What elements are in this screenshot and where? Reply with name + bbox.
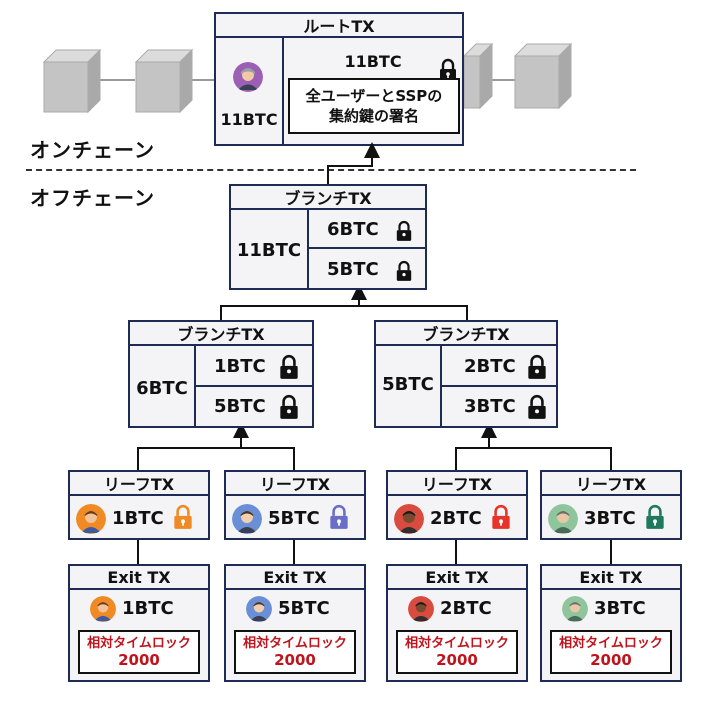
lock-icon [280, 394, 298, 419]
branch-top-title: ブランチTX [231, 186, 425, 210]
exit-tx-title: Exit TX [70, 566, 208, 590]
block-cube [134, 48, 194, 114]
lock-icon [528, 354, 546, 379]
user-avatar-icon [233, 62, 263, 92]
branch-top-output-2: 5BTC [327, 259, 379, 280]
branch-tx-left: ブランチTX 6BTC 1BTC 5BTC [128, 320, 314, 428]
timelock-label: 相対タイムロック [559, 636, 663, 651]
lock-icon [280, 354, 298, 379]
user-avatar-icon [408, 596, 434, 622]
branch-left-output-1: 1BTC [214, 356, 266, 377]
lock-icon [490, 504, 512, 534]
exit-tx-title: Exit TX [388, 566, 526, 590]
timelock-label: 相対タイムロック [243, 636, 347, 651]
offchain-label: オフチェーン [30, 186, 155, 210]
branch-right-input: 5BTC [382, 374, 434, 395]
block-cube [462, 42, 494, 110]
leaf-tx-title: リーフTX [226, 472, 364, 496]
multisig-line2: 集約鍵の署名 [328, 107, 419, 125]
root-output-amount: 11BTC [344, 52, 402, 71]
timelock-label: 相対タイムロック [87, 636, 191, 651]
branch-right-output-2: 3BTC [464, 396, 516, 417]
branch-top-input: 11BTC [236, 240, 302, 261]
timelock-value: 2000 [590, 651, 632, 669]
multisig-box: 全ユーザーとSSPの 集約鍵の署名 [288, 78, 460, 134]
layer-divider [26, 169, 636, 171]
lock-icon [396, 220, 412, 241]
branch-left-title: ブランチTX [130, 322, 312, 346]
user-avatar-icon [90, 596, 116, 622]
branch-left-input: 6BTC [136, 378, 188, 399]
user-avatar-icon [232, 504, 262, 534]
timelock-value: 2000 [118, 651, 160, 669]
leaf-tx-amount: 5BTC [268, 508, 320, 529]
exit-tx-amount: 5BTC [278, 598, 330, 619]
lock-icon [172, 504, 194, 534]
lock-icon [328, 504, 350, 534]
block-cube [513, 42, 573, 110]
user-avatar-icon [246, 596, 272, 622]
root-input-amount: 11BTC [220, 110, 278, 129]
leaf-tx: リーフTX 1BTC [68, 470, 210, 540]
root-tx: ルートTX 11BTC 11BTC 全ユーザーとSSPの 集約鍵の署名 [214, 12, 464, 146]
block-cube [42, 48, 102, 114]
branch-tx-right: ブランチTX 5BTC 2BTC 3BTC [374, 320, 558, 428]
leaf-tx-title: リーフTX [70, 472, 208, 496]
leaf-tx: リーフTX 5BTC [224, 470, 366, 540]
leaf-tx-title: リーフTX [542, 472, 680, 496]
branch-right-title: ブランチTX [376, 322, 556, 346]
leaf-tx-amount: 3BTC [584, 508, 636, 529]
branch-top-output-1: 6BTC [327, 219, 379, 240]
leaf-tx: リーフTX 3BTC [540, 470, 682, 540]
exit-tx-amount: 3BTC [594, 598, 646, 619]
blockchain-background [42, 42, 573, 114]
timelock-value: 2000 [436, 651, 478, 669]
timelock-label: 相対タイムロック [405, 636, 509, 651]
branch-tx-top: ブランチTX 11BTC 6BTC 5BTC [229, 184, 427, 290]
branch-right-output-1: 2BTC [464, 356, 516, 377]
branch-left-output-2: 5BTC [214, 396, 266, 417]
leaf-tx: リーフTX 2BTC [386, 470, 528, 540]
user-avatar-icon [562, 596, 588, 622]
lock-icon [396, 260, 412, 281]
exit-tx-title: Exit TX [226, 566, 364, 590]
user-avatar-icon [394, 504, 424, 534]
user-avatar-icon [548, 504, 578, 534]
leaf-tx-title: リーフTX [388, 472, 526, 496]
multisig-line1: 全ユーザーとSSPの [305, 87, 443, 105]
exit-tx-title: Exit TX [542, 566, 680, 590]
onchain-label: オンチェーン [30, 138, 155, 162]
exit-tx-amount: 1BTC [122, 598, 174, 619]
timelock-value: 2000 [274, 651, 316, 669]
leaf-tx-amount: 2BTC [430, 508, 482, 529]
lock-icon [528, 394, 546, 419]
leaf-tx-amount: 1BTC [112, 508, 164, 529]
root-tx-title: ルートTX [216, 14, 462, 38]
user-avatar-icon [76, 504, 106, 534]
lock-icon [644, 504, 666, 534]
exit-tx-amount: 2BTC [440, 598, 492, 619]
